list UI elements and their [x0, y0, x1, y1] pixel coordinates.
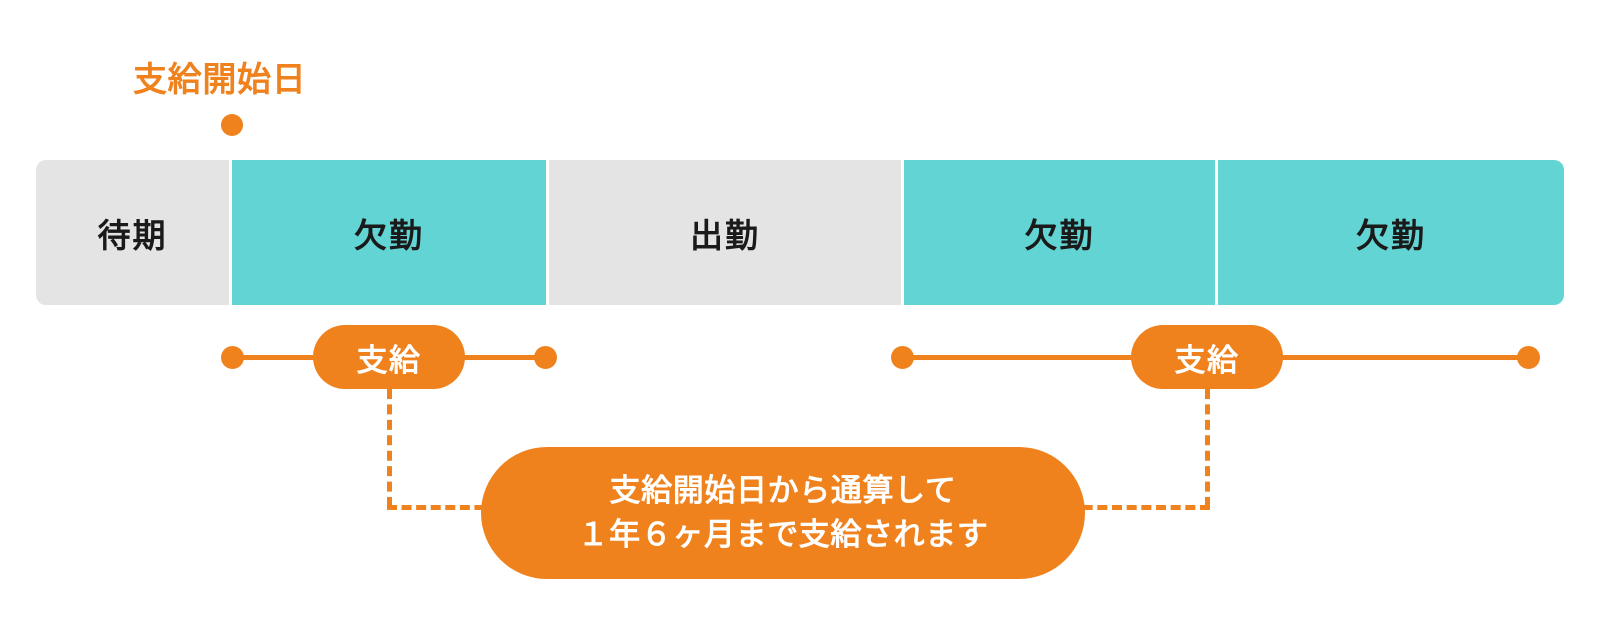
- dashed-connector-left-vertical: [387, 389, 392, 507]
- duration-callout-line-1: 支給開始日から通算して: [609, 472, 957, 509]
- timeline-blocks: 待期 欠勤 出勤 欠勤 欠勤: [36, 160, 1564, 305]
- payment-badge-label: 支給: [1174, 342, 1240, 379]
- timeline-block-label: 待期: [97, 215, 168, 255]
- timeline-block-taiki: 待期: [36, 160, 229, 305]
- timeline-block-kekkin-1: 欠勤: [232, 160, 546, 305]
- timeline-block-kekkin-3: 欠勤: [1218, 160, 1564, 305]
- timeline-block-label: 出勤: [690, 215, 760, 255]
- timeline-block-label: 欠勤: [1356, 215, 1426, 255]
- payment-badge-label: 支給: [356, 342, 422, 379]
- dashed-connector-left-horizontal: [387, 505, 499, 510]
- payment-end-dot-1-icon: [534, 346, 557, 369]
- payment-start-dot-2-icon: [891, 346, 914, 369]
- timeline-block-shukkin: 出勤: [549, 160, 901, 305]
- start-date-label: 支給開始日: [133, 60, 307, 100]
- payment-badge-1: 支給: [313, 325, 465, 389]
- duration-callout: 支給開始日から通算して １年６ヶ月まで支給されます: [481, 447, 1085, 579]
- duration-callout-line-2: １年６ヶ月まで支給されます: [577, 517, 989, 553]
- payment-start-dot-1-icon: [221, 346, 244, 369]
- timeline-block-label: 欠勤: [354, 215, 424, 255]
- start-point-dot-icon: [221, 114, 243, 136]
- timeline-block-kekkin-2: 欠勤: [904, 160, 1215, 305]
- payment-end-dot-2-icon: [1517, 346, 1540, 369]
- timeline-block-label: 欠勤: [1024, 215, 1095, 255]
- payment-badge-2: 支給: [1131, 325, 1283, 389]
- dashed-connector-right-horizontal: [1068, 505, 1210, 510]
- dashed-connector-right-vertical: [1205, 389, 1210, 507]
